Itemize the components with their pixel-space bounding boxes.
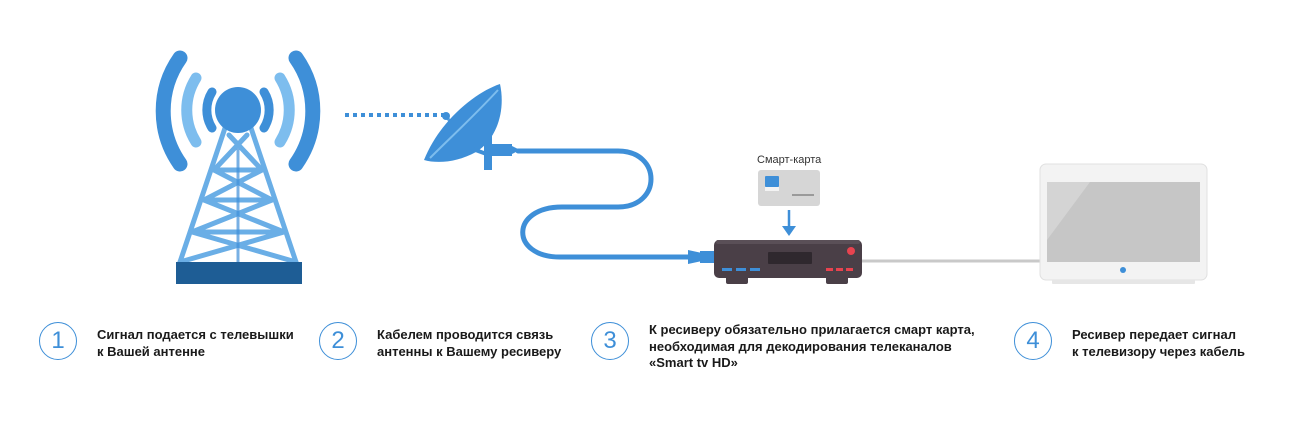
transmission-tower-icon	[155, 50, 321, 284]
step-3-number: 3	[591, 322, 629, 360]
television-icon	[1039, 163, 1208, 284]
satellite-dish-icon	[424, 84, 520, 170]
step-3: 3 К ресиверу обязательно прилагается сма…	[591, 322, 975, 372]
smartcard-label: Смарт-карта	[757, 154, 822, 166]
step-2-number: 2	[319, 322, 357, 360]
step-3-text: К ресиверу обязательно прилагается смарт…	[649, 322, 975, 370]
step-1-text: Сигнал подается с телевышки к Вашей анте…	[97, 327, 294, 359]
step-4-text: Ресивер передает сигнал к телевизору чер…	[1072, 327, 1245, 359]
step-1-number: 1	[39, 322, 77, 360]
step-2-text: Кабелем проводится связь антенны к Вашем…	[377, 327, 562, 359]
step-1: 1 Сигнал подается с телевышки к Вашей ан…	[39, 322, 294, 360]
receiver-box-icon	[714, 240, 862, 284]
smart-card-icon: Смарт-карта	[757, 154, 822, 236]
step-4-number: 4	[1014, 322, 1052, 360]
signal-dots	[345, 113, 445, 117]
step-4: 4 Ресивер передает сигнал к телевизору ч…	[1014, 322, 1245, 360]
coax-cable	[515, 148, 716, 264]
step-2: 2 Кабелем проводится связь антенны к Ваш…	[319, 322, 561, 360]
